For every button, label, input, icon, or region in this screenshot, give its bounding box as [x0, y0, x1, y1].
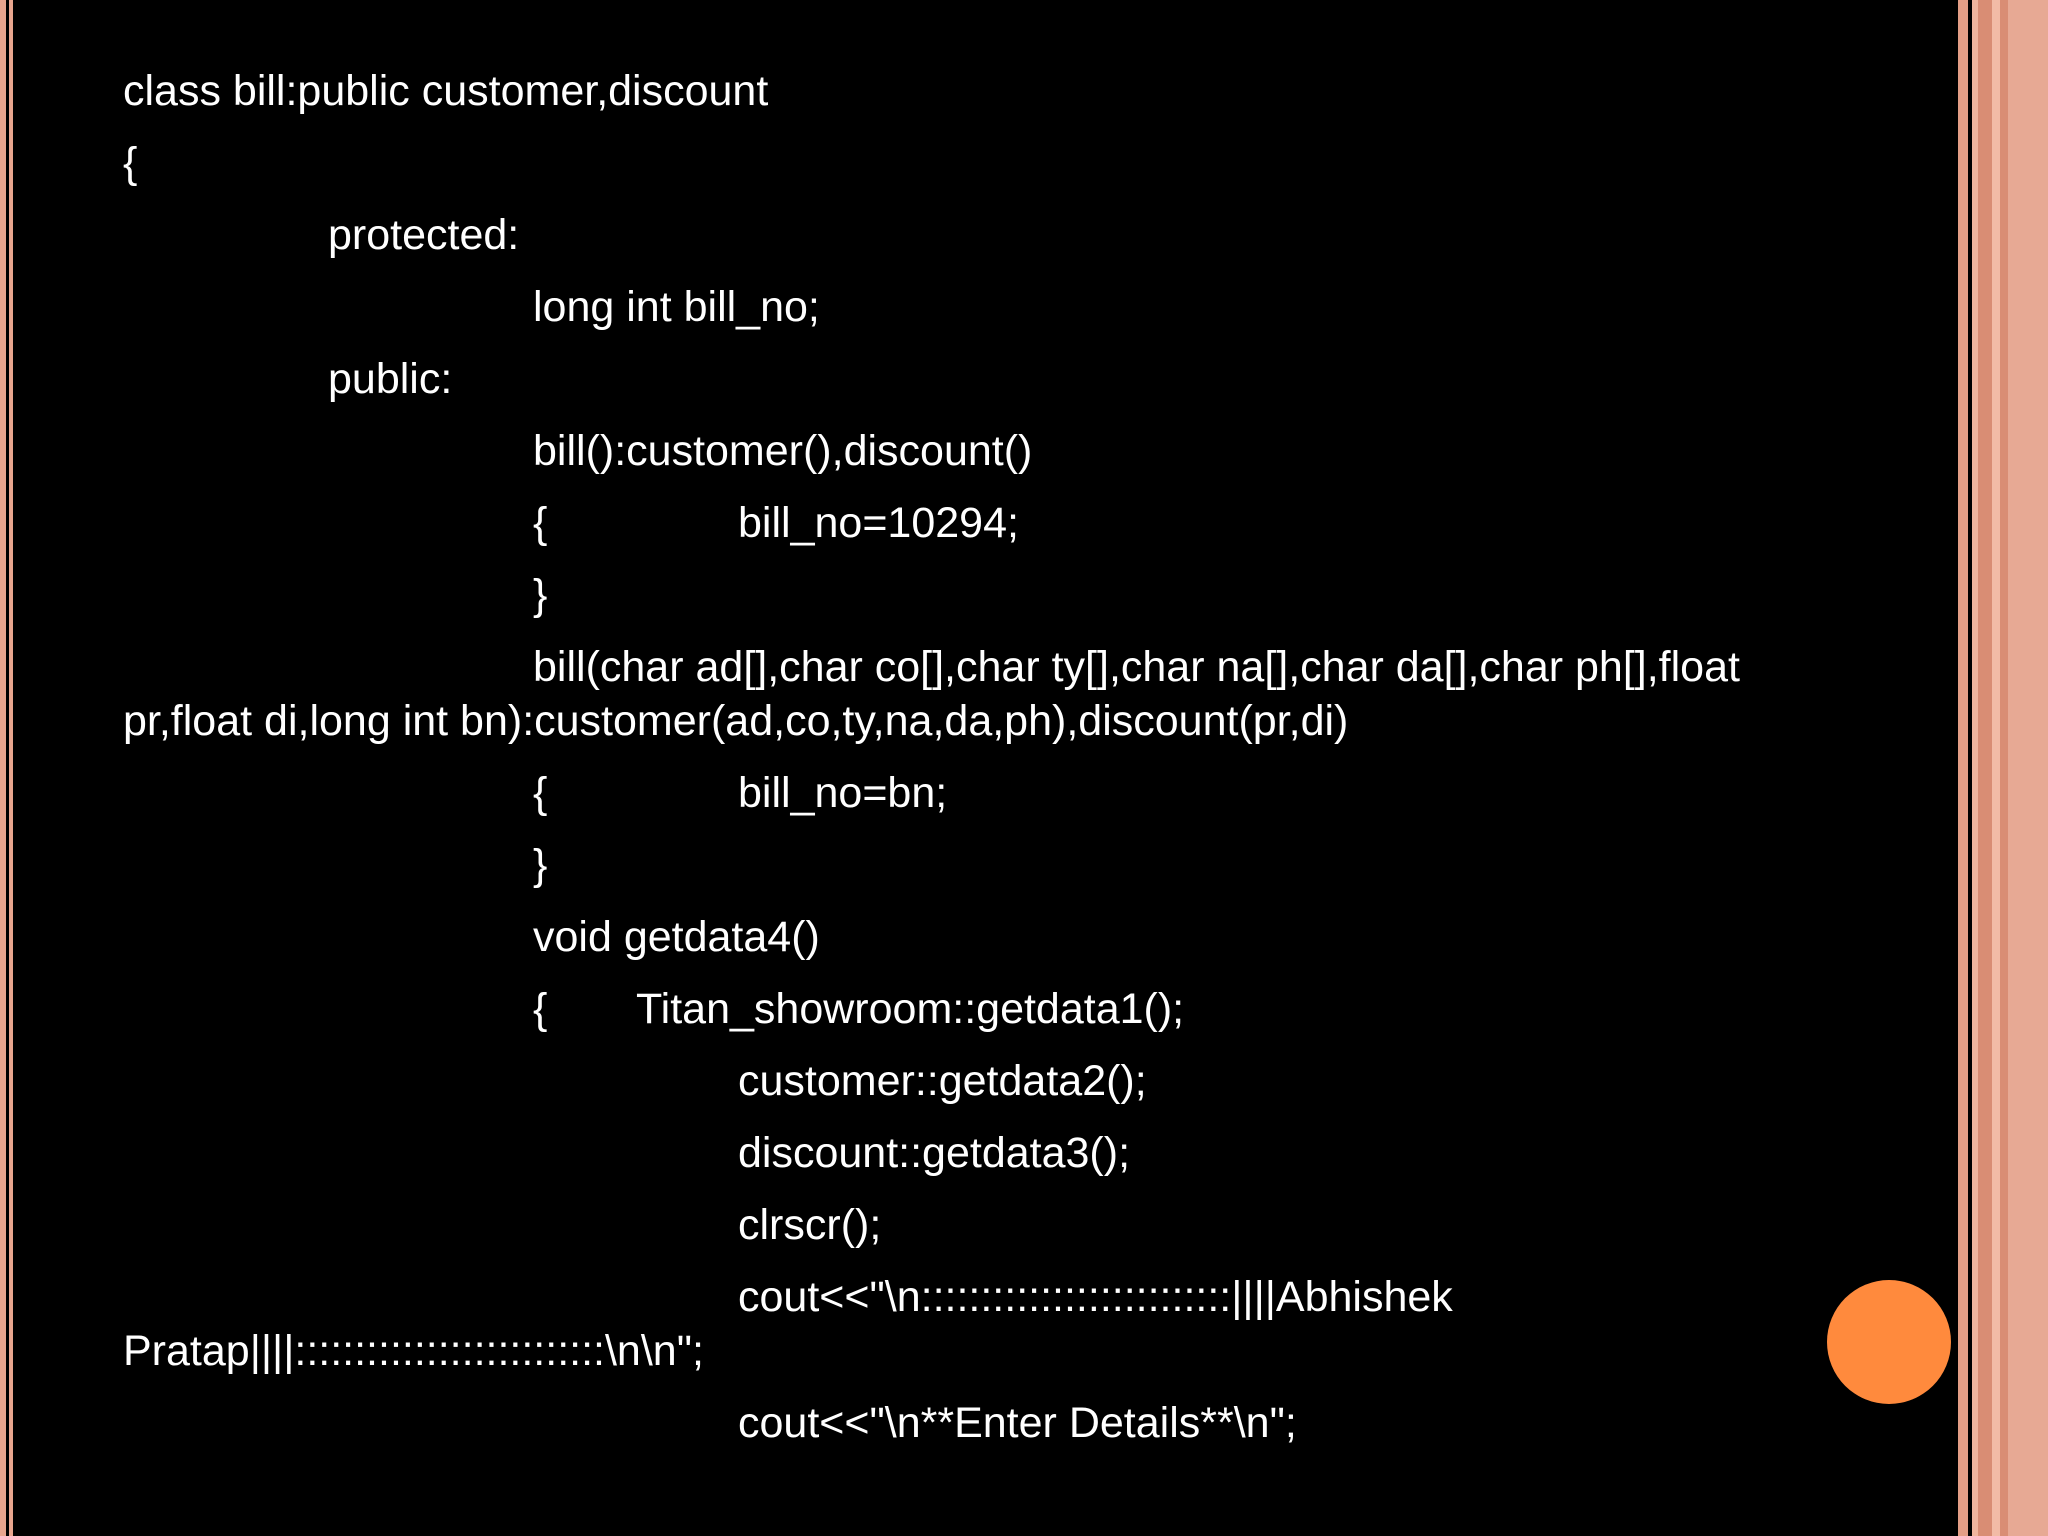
code-line: customer::getdata2();: [738, 1057, 1147, 1105]
code-line: {: [123, 139, 138, 187]
code-line: {: [533, 985, 548, 1033]
code-line: discount::getdata3();: [738, 1129, 1131, 1177]
code-line: }: [533, 841, 548, 889]
left-border-line-inner: [9, 0, 13, 1536]
code-block: class bill:public customer,discount { pr…: [123, 67, 1740, 1447]
code-line: void getdata4(): [533, 913, 820, 961]
code-line: bill_no=bn;: [738, 769, 948, 817]
code-line: pr,float di,long int bn):customer(ad,co,…: [123, 697, 1349, 745]
orange-circle-decoration: [1827, 1280, 1951, 1404]
code-line: cout<<"\n::::::::::::::::::::::::::||||A…: [738, 1273, 1453, 1321]
right-border-stripe: [1972, 0, 1978, 1536]
right-border-stripe: [2008, 0, 2048, 1536]
code-line: }: [533, 571, 548, 619]
right-border-stripe: [1958, 0, 1968, 1536]
code-line: class bill:public customer,discount: [123, 67, 769, 115]
code-line: public:: [328, 355, 453, 403]
code-line: {: [533, 499, 548, 547]
code-line: Titan_showroom::getdata1();: [636, 985, 1185, 1033]
code-line: long int bill_no;: [533, 283, 820, 331]
code-line: cout<<"\n**Enter Details**\n";: [738, 1399, 1297, 1447]
left-border-line: [0, 0, 6, 1536]
code-line: bill_no=10294;: [738, 499, 1019, 547]
code-line: clrscr();: [738, 1201, 882, 1249]
right-border-stripe: [1992, 0, 2000, 1536]
code-line: bill(char ad[],char co[],char ty[],char …: [533, 643, 1740, 691]
code-line: Pratap||||::::::::::::::::::::::::::\n\n…: [123, 1327, 704, 1375]
code-line: protected:: [328, 211, 520, 259]
code-line: {: [533, 769, 548, 817]
code-line: bill():customer(),discount(): [533, 427, 1033, 475]
